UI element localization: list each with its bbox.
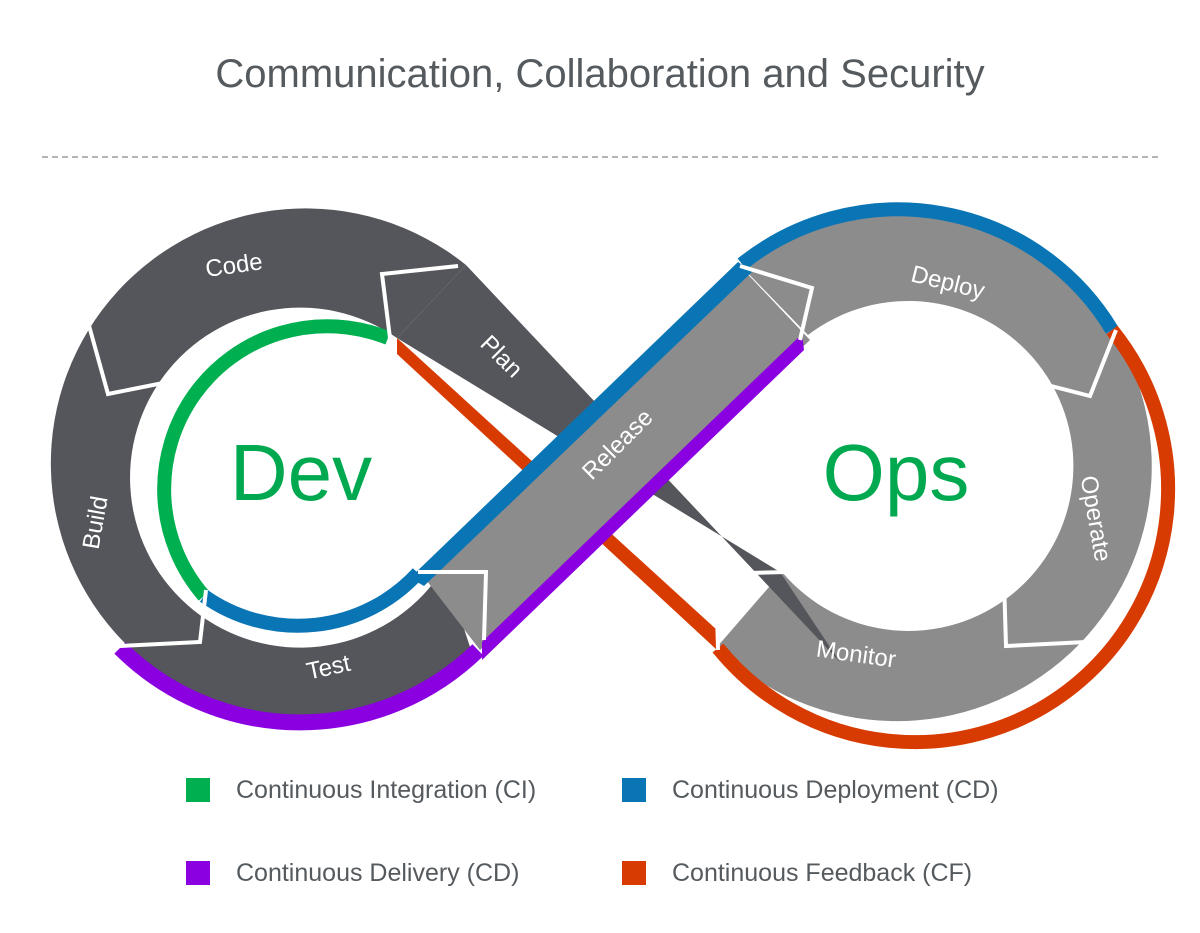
separator-operate-monitor xyxy=(1002,579,1087,649)
ops-label: Ops xyxy=(823,428,970,517)
cd-deployment-swatch xyxy=(622,778,646,802)
page-title: Communication, Collaboration and Securit… xyxy=(215,52,985,96)
cd-delivery-swatch xyxy=(186,861,210,885)
ops-loop-ring xyxy=(717,211,1152,722)
separator-test-release xyxy=(418,570,489,641)
dev-label: Dev xyxy=(230,428,372,517)
separator-monitor-plan xyxy=(713,570,787,651)
dashed-divider xyxy=(42,156,1158,158)
dev-delivery-arc xyxy=(114,642,484,731)
separator-code-plan xyxy=(379,264,459,339)
legend-label: Continuous Feedback (CF) xyxy=(672,858,973,887)
legend-label: Continuous Delivery (CD) xyxy=(236,858,520,887)
separator-code-build xyxy=(86,321,179,397)
release-segment xyxy=(420,266,810,650)
ops-deployment-arc xyxy=(737,202,1118,334)
dev-loop-ring xyxy=(50,208,474,719)
separator-build-test xyxy=(119,589,208,648)
legend-item-ci: Continuous Integration (CI) xyxy=(186,775,536,805)
dev-cd-arc xyxy=(199,568,424,633)
segment-separators xyxy=(86,264,1118,651)
legend-label: Continuous Integration (CI) xyxy=(236,775,537,804)
cf-swatch xyxy=(622,861,646,885)
release-deployment-edge xyxy=(410,262,752,586)
legend-label: Continuous Deployment (CD) xyxy=(672,775,999,804)
separator-deploy-operate xyxy=(1019,329,1118,399)
legend-item-cf: Continuous Feedback (CF) xyxy=(622,858,972,888)
dev-ci-arc xyxy=(157,319,391,601)
legend-item-cd-deployment: Continuous Deployment (CD) xyxy=(622,775,999,805)
release-delivery-edge xyxy=(482,334,804,660)
separator-release-deploy xyxy=(739,264,815,341)
ci-swatch xyxy=(186,778,210,802)
ops-feedback-arc xyxy=(712,325,1176,750)
legend-item-cd-delivery: Continuous Delivery (CD) xyxy=(186,858,519,888)
